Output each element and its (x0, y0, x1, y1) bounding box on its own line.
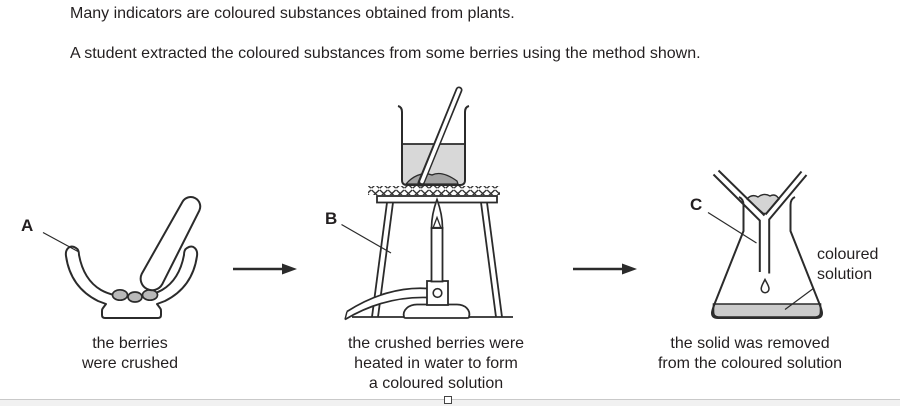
label-b: B (325, 209, 338, 228)
caption-line: from the coloured solution (657, 355, 843, 372)
caption-line: the solid was removed (670, 335, 830, 352)
flame-inner-cone (432, 215, 442, 229)
leader-lines (42, 211, 815, 310)
beaker-liquid (403, 144, 464, 184)
caption-step3: the solid was removed from the coloured … (630, 334, 870, 374)
berry (111, 288, 129, 302)
gas-hose (344, 287, 429, 321)
berry (127, 291, 143, 303)
burner-barrel (430, 227, 444, 283)
beaker (397, 105, 470, 186)
falling-drop (760, 277, 770, 294)
caption-line: heated in water to form (354, 355, 518, 372)
resize-handle[interactable] (444, 396, 452, 404)
filter-residue (746, 193, 780, 215)
label-a: A (21, 216, 34, 235)
annotation-line: coloured (817, 246, 879, 263)
coloured-solution-liquid (712, 303, 822, 318)
caption-line: the crushed berries were (347, 335, 525, 352)
pestle (139, 196, 202, 292)
filter-funnel (712, 169, 808, 274)
berry (141, 288, 159, 302)
caption-line: a coloured solution (368, 375, 504, 392)
leader-line-c (707, 211, 757, 244)
burner-base (402, 303, 471, 319)
coloured-solution-annotation: coloured solution (817, 245, 878, 284)
leader-line-b (341, 223, 392, 254)
mortar-bowl (64, 245, 199, 319)
intro-sentence-2: A student extracted the coloured substan… (70, 45, 701, 62)
air-hole (432, 287, 443, 299)
caption-step1: the berries were crushed (40, 334, 220, 374)
leader-line-a (42, 231, 79, 253)
caption-line: were crushed (81, 355, 179, 372)
label-c: C (690, 195, 703, 214)
heating-apparatus-drawing (344, 86, 513, 321)
stirring-rod (420, 88, 461, 184)
mortar-and-pestle-drawing (64, 196, 202, 319)
caption-step2: the crushed berries were heated in water… (326, 334, 546, 394)
arrow-right-2 (573, 263, 637, 275)
intro-sentence-1: Many indicators are coloured substances … (70, 5, 515, 22)
leader-line-solution (784, 287, 815, 310)
caption-line: the berries (92, 335, 168, 352)
wire-gauze (368, 186, 500, 195)
arrow-right-1 (233, 263, 297, 275)
filtration-drawing (710, 169, 824, 319)
conical-flask (710, 196, 824, 319)
annotation-line: solution (817, 265, 873, 283)
